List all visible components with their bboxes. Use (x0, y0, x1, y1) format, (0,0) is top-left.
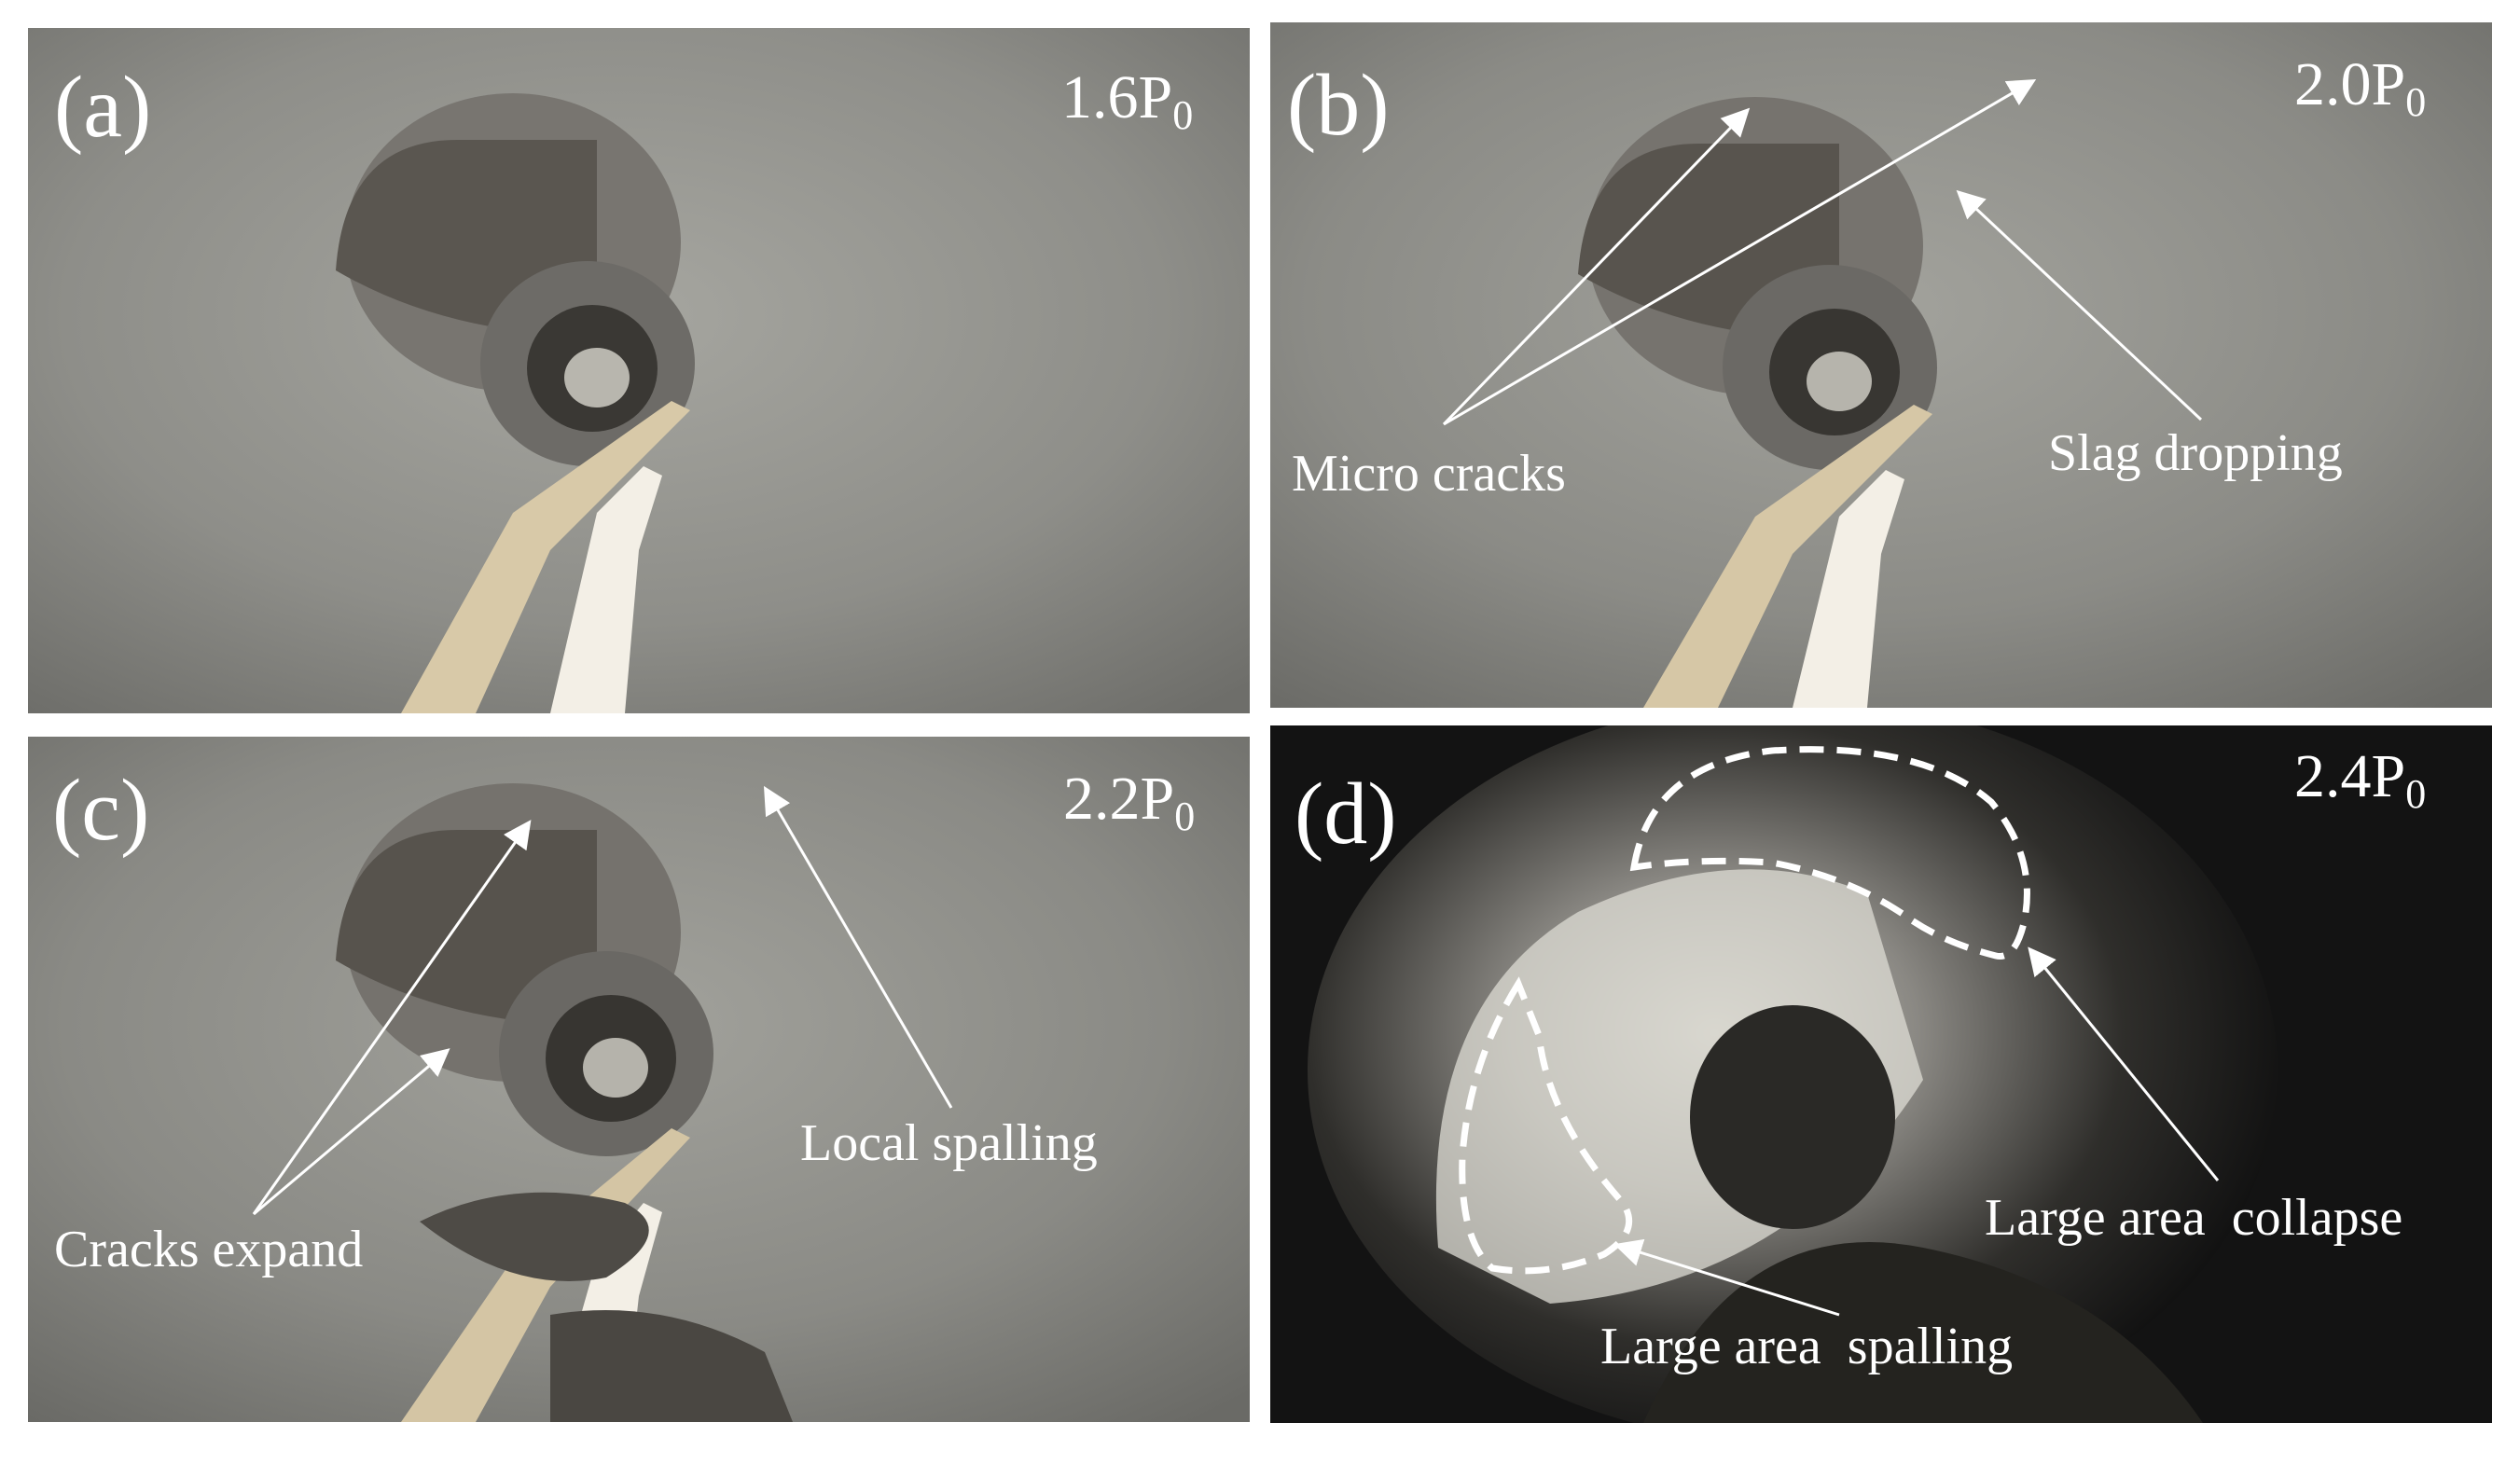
pressure-sub-a: 0 (1172, 92, 1194, 138)
pressure-base-b: 2.0P (2294, 50, 2406, 118)
pressure-label-c: 2.2P0 (1063, 768, 1195, 837)
pressure-base-d: 2.4P (2294, 742, 2406, 810)
pressure-base-a: 1.6P (1061, 63, 1173, 131)
pressure-sub-c: 0 (1174, 794, 1196, 839)
panel-a (28, 28, 1250, 713)
pressure-base-c: 2.2P (1063, 765, 1175, 833)
annotation-large-area-spalling: Large area spalling (1600, 1318, 2014, 1375)
panel-b (1270, 22, 2492, 708)
annotation-slag-dropping: Slag dropping (2048, 424, 2343, 482)
panel-label-c: (c) (52, 762, 150, 859)
panel-c (28, 737, 1250, 1422)
annotation-local-spalling: Local spalling (800, 1114, 1098, 1172)
pressure-label-d: 2.4P0 (2294, 746, 2426, 815)
annotation-large-area-collapse: Large area collapse (1985, 1189, 2403, 1247)
panel-label-d: (d) (1295, 766, 1397, 863)
annotation-micro-cracks: Micro cracks (1292, 445, 1566, 503)
pressure-sub-b: 0 (2405, 79, 2427, 125)
pressure-label-a: 1.6P0 (1061, 67, 1193, 136)
tunnel-photo-a (28, 28, 1250, 713)
pressure-sub-d: 0 (2405, 771, 2427, 817)
panel-label-a: (a) (54, 59, 152, 156)
tunnel-photo-b (1270, 22, 2492, 708)
panel-label-b: (b) (1287, 57, 1390, 154)
pressure-label-b: 2.0P0 (2294, 54, 2426, 123)
tunnel-photo-c (28, 737, 1250, 1422)
annotation-cracks-expand: Cracks expand (54, 1221, 364, 1278)
